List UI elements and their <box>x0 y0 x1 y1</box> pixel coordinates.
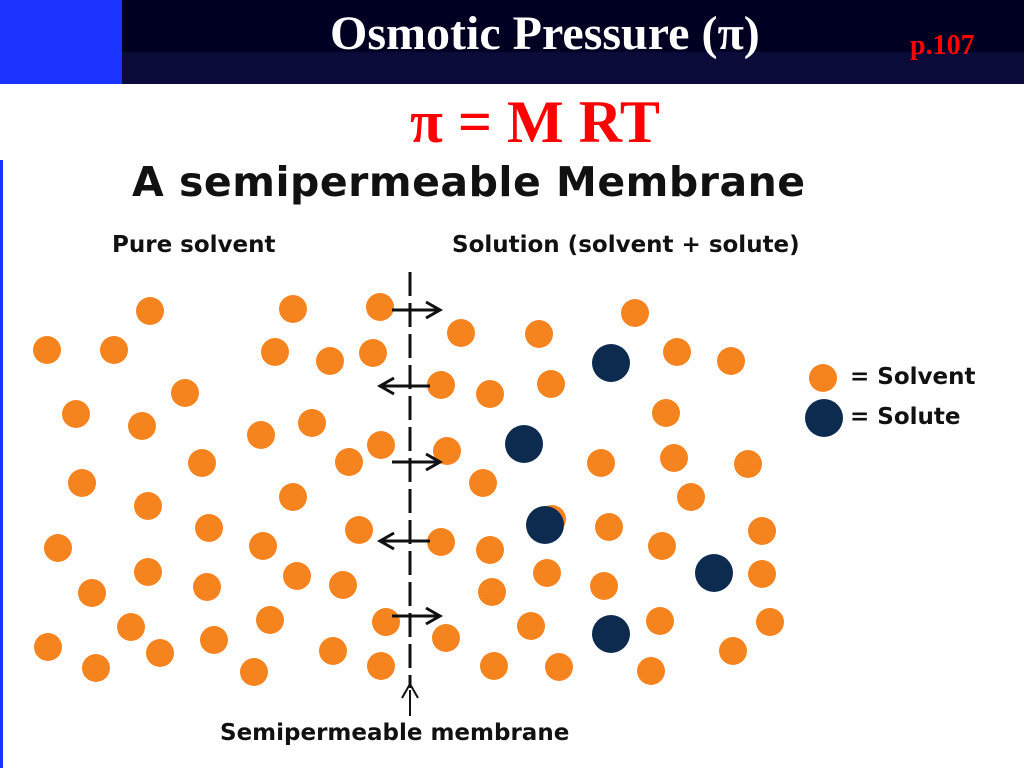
solvent-particle <box>247 421 275 449</box>
solvent-particle <box>478 578 506 606</box>
solvent-particle <box>279 483 307 511</box>
solvent-particle <box>134 492 162 520</box>
solvent-particle <box>146 639 174 667</box>
solvent-particle <box>117 613 145 641</box>
solvent-particle <box>476 380 504 408</box>
solvent-particle <box>447 319 475 347</box>
solvent-particle <box>595 513 623 541</box>
header-accent-block <box>0 0 122 84</box>
solution-label: Solution (solvent + solute) <box>452 232 800 258</box>
solvent-particle <box>345 516 373 544</box>
solvent-particle <box>537 370 565 398</box>
solvent-particle <box>200 626 228 654</box>
solvent-particle <box>78 579 106 607</box>
solvent-particle <box>677 483 705 511</box>
solvent-particle <box>587 449 615 477</box>
figure-title: A semipermeable Membrane <box>132 158 806 206</box>
solvent-particle <box>359 339 387 367</box>
slide-title: Osmotic Pressure (π) <box>330 7 760 60</box>
solvent-particle <box>372 608 400 636</box>
osmotic-pressure-formula: π = M RT <box>410 89 660 155</box>
solvent-particle <box>717 347 745 375</box>
solvent-particle <box>329 571 357 599</box>
solute-particle <box>592 344 630 382</box>
solvent-particle <box>136 297 164 325</box>
solvent-particle <box>261 338 289 366</box>
solvent-particle <box>283 562 311 590</box>
solvent-particle <box>279 295 307 323</box>
solvent-particle <box>646 607 674 635</box>
solvent-particle <box>128 412 156 440</box>
solvent-particle <box>100 336 128 364</box>
solvent-particle <box>533 559 561 587</box>
legend-solvent-label: = Solvent <box>850 364 976 390</box>
solvent-particle <box>545 653 573 681</box>
solute-particle <box>592 615 630 653</box>
solvent-particle <box>171 379 199 407</box>
solvent-particle <box>433 437 461 465</box>
solvent-particle <box>427 528 455 556</box>
membrane-label: Semipermeable membrane <box>220 720 570 746</box>
solvent-particle <box>648 532 676 560</box>
solvent-particle <box>525 320 553 348</box>
solvent-particle <box>367 431 395 459</box>
solute-particle <box>505 425 543 463</box>
solvent-particle <box>748 560 776 588</box>
arrow-right-head <box>425 300 444 320</box>
arrow-left-head <box>376 376 395 396</box>
arrow-left-head <box>376 531 395 551</box>
solvent-particle <box>62 400 90 428</box>
solvent-particle <box>719 637 747 665</box>
solvent-particle <box>44 534 72 562</box>
header-band <box>122 52 1024 84</box>
solvent-particle <box>476 536 504 564</box>
solvent-particle <box>188 449 216 477</box>
solvent-particle <box>82 654 110 682</box>
solvent-particle <box>316 347 344 375</box>
solvent-particle <box>256 606 284 634</box>
solvent-particle <box>134 558 162 586</box>
solvent-particle <box>734 450 762 478</box>
solvent-particle <box>748 517 776 545</box>
solvent-particle <box>517 612 545 640</box>
solvent-particle <box>480 652 508 680</box>
solvent-particle <box>68 469 96 497</box>
solvent-particle <box>663 338 691 366</box>
header-bar <box>0 0 1024 84</box>
solvent-particle <box>756 608 784 636</box>
solvent-particle <box>427 371 455 399</box>
solvent-particle <box>590 572 618 600</box>
solvent-particle <box>319 637 347 665</box>
solvent-particle <box>637 657 665 685</box>
solvent-particle <box>298 409 326 437</box>
page-reference: p.107 <box>910 30 975 61</box>
left-edge-line <box>0 160 3 768</box>
solvent-particle <box>660 444 688 472</box>
membrane-pointer-arrowhead <box>401 681 419 699</box>
solvent-particle <box>195 514 223 542</box>
solvent-particle <box>34 633 62 661</box>
legend-solute-label: = Solute <box>850 404 961 430</box>
solvent-particle <box>432 624 460 652</box>
arrow-right-head <box>425 452 444 472</box>
solvent-particle <box>240 658 268 686</box>
solute-particle <box>526 506 564 544</box>
solvent-particle <box>335 448 363 476</box>
solvent-particle <box>652 399 680 427</box>
legend-solute-marker <box>805 399 843 437</box>
pure-solvent-label: Pure solvent <box>112 232 276 258</box>
solvent-particle <box>193 573 221 601</box>
legend-solvent-marker <box>809 364 837 392</box>
solvent-particle <box>367 652 395 680</box>
solvent-particle <box>469 469 497 497</box>
solvent-particle <box>621 299 649 327</box>
solvent-particle <box>249 532 277 560</box>
arrow-right-head <box>425 606 444 626</box>
solute-particle <box>695 554 733 592</box>
solvent-particle <box>33 336 61 364</box>
solvent-particle <box>366 293 394 321</box>
